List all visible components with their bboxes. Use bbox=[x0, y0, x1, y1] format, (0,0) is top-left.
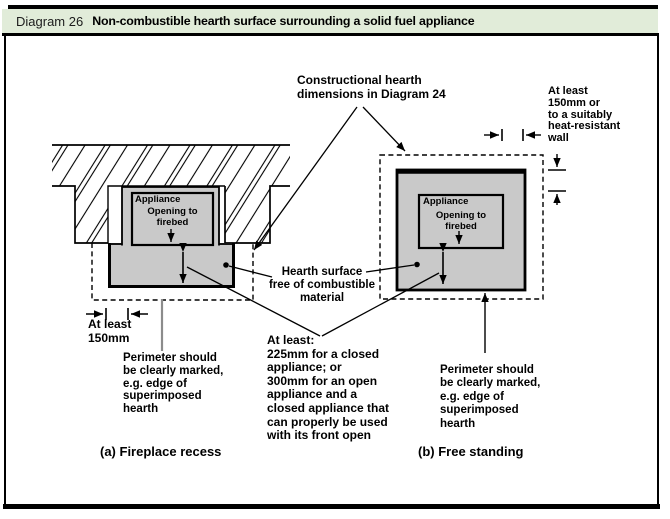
caption-free-standing: (b) Free standing bbox=[418, 444, 524, 459]
constructional-leader-a bbox=[253, 106, 358, 251]
dashed-perimeter-a bbox=[91, 243, 254, 301]
label-front-clearance: At least: 225mm for a closed appliance; … bbox=[267, 333, 390, 443]
label-hearth-surface: Hearth surface free of combustible mater… bbox=[268, 266, 376, 304]
label-heat-resistant-wall: At least 150mm or to a suitably heat-res… bbox=[548, 85, 621, 145]
label-appliance-b: Appliance bbox=[423, 196, 469, 207]
header-rule bbox=[2, 33, 659, 36]
label-appliance-a: Appliance bbox=[135, 194, 181, 205]
label-perimeter-a: Perimeter should be clearly marked, e.g.… bbox=[123, 352, 224, 416]
constructional-leader-b bbox=[362, 106, 406, 152]
frame-bottom-border bbox=[3, 504, 660, 509]
leader-dot-b bbox=[414, 261, 420, 268]
label-opening-a: Opening to firebed bbox=[147, 206, 198, 228]
label-perimeter-b: Perimeter should be clearly marked, e.g.… bbox=[440, 364, 541, 430]
leader-dot-a bbox=[223, 262, 229, 268]
label-constructional-hearth: Constructional hearth dimensions in Diag… bbox=[297, 73, 446, 101]
hearth-a bbox=[108, 243, 235, 288]
frame-right-border bbox=[657, 36, 659, 504]
label-side-clearance: At least 150mm bbox=[88, 317, 132, 345]
figure-title: Non-combustible hearth surface surroundi… bbox=[92, 14, 475, 28]
caption-fireplace-recess: (a) Fireplace recess bbox=[100, 444, 222, 459]
figure-header: Diagram 26 Non-combustible hearth surfac… bbox=[2, 9, 658, 33]
label-opening-b: Opening to firebed bbox=[435, 210, 487, 232]
diagram-number: Diagram 26 bbox=[16, 13, 84, 29]
header-top-bar bbox=[8, 5, 658, 9]
frame-left-border bbox=[4, 36, 6, 504]
